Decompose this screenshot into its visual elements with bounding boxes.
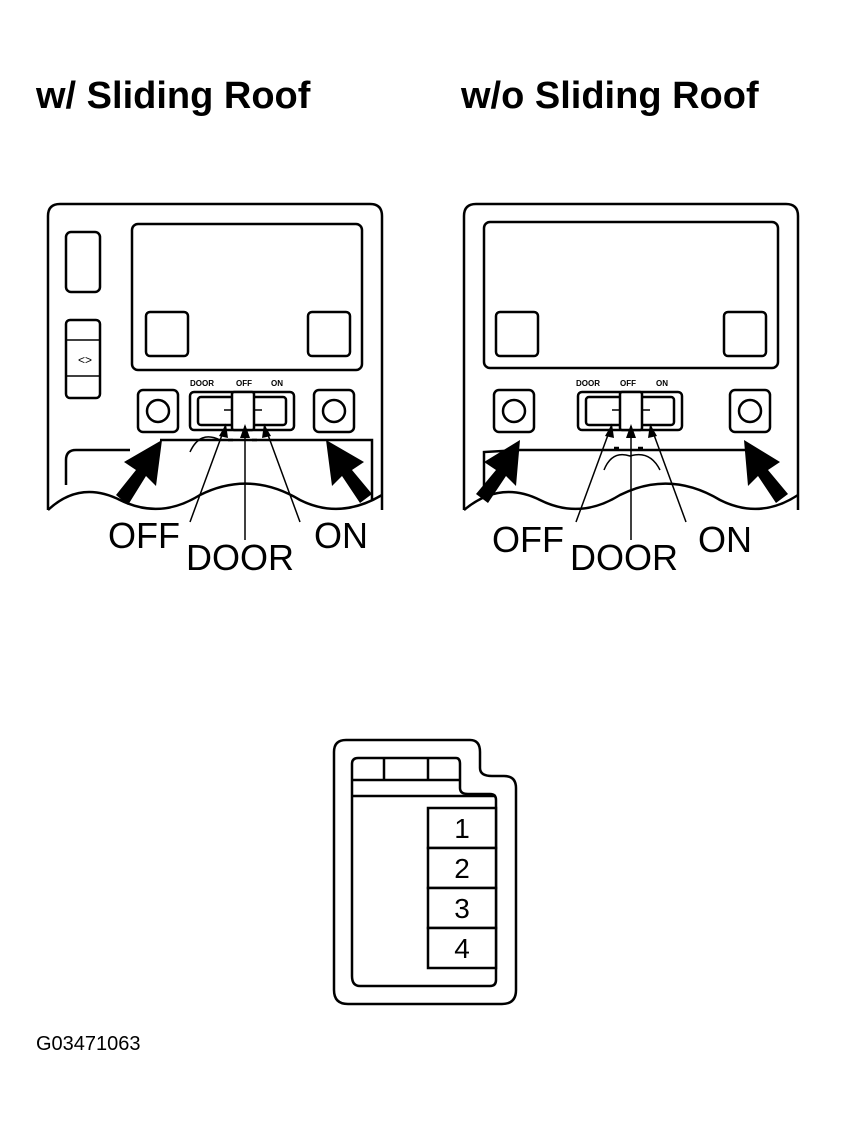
housing-outline [462,202,800,510]
pin-number-1: 1 [454,813,470,844]
switch-label-on: ON [271,379,283,388]
figure-id: G03471063 [36,1033,141,1055]
off-push-switch [492,388,536,434]
callout-door: DOOR [570,537,678,578]
switch-label-on: ON [656,379,668,388]
slide-arrows-icon: <> [78,353,92,367]
room-lamp-without-sliding-roof: DOOR OFF ON OFF DOOR ON [462,202,800,578]
leader-on [263,423,301,523]
leader-off [575,423,613,523]
callout-off: OFF [492,519,564,560]
pin-cavity-2 [426,846,498,890]
leader-off [189,423,227,523]
lamp-lens [482,220,780,370]
pin-number-4: 4 [454,933,470,964]
pin-cavity-4 [426,926,498,970]
housing-cut-edge [47,482,383,511]
housing-outline [46,202,384,510]
wire-loop [189,436,221,453]
switch-label-door: DOOR [576,379,600,388]
on-push-switch-button-icon [737,398,763,424]
on-push-switch [728,388,772,434]
callout-door: DOOR [186,537,294,578]
lens-tab-right [722,310,768,358]
on-push-switch [312,388,356,434]
wire-loop [603,453,661,471]
callout-on: ON [698,519,752,560]
slide-switch-knob [230,390,256,432]
off-switch-arrow [476,440,520,503]
lens-tab-right [306,310,352,358]
pin-number-2: 2 [454,853,470,884]
lamp-lens [130,222,364,372]
lens-tab-left [494,310,540,358]
switch-label-off: OFF [236,379,252,388]
on-push-switch-button-icon [321,398,347,424]
housing-cut-edge [463,482,799,511]
title-with-sliding-roof: w/ Sliding Roof [35,75,311,117]
off-push-switch-button-icon [501,398,527,424]
off-push-switch [136,388,180,434]
leader-on [649,423,687,523]
pin-cavity-3 [426,886,498,930]
connector-housing-inner [350,756,498,988]
off-push-switch-button-icon [145,398,171,424]
room-lamp-with-sliding-roof: <> DOOR OFF ON OFF DOOR ON [46,202,384,578]
on-switch-arrow [326,440,372,503]
on-switch-arrow [744,440,788,503]
lower-cover-line [64,448,130,485]
off-switch-arrow [116,440,162,505]
pin-cavity-1 [426,806,498,850]
lens-tab-left [144,310,190,358]
title-without-sliding-roof: w/o Sliding Roof [460,75,759,117]
switch-label-off: OFF [620,379,636,388]
switch-label-door: DOOR [190,379,214,388]
sliding-roof-switch-upper [64,230,102,294]
connector-diagram: 1 2 3 4 [332,738,518,1006]
connector-housing-outer [332,738,518,1006]
pin-number-3: 3 [454,893,470,924]
callout-on: ON [314,515,368,556]
callout-off: OFF [108,515,180,556]
